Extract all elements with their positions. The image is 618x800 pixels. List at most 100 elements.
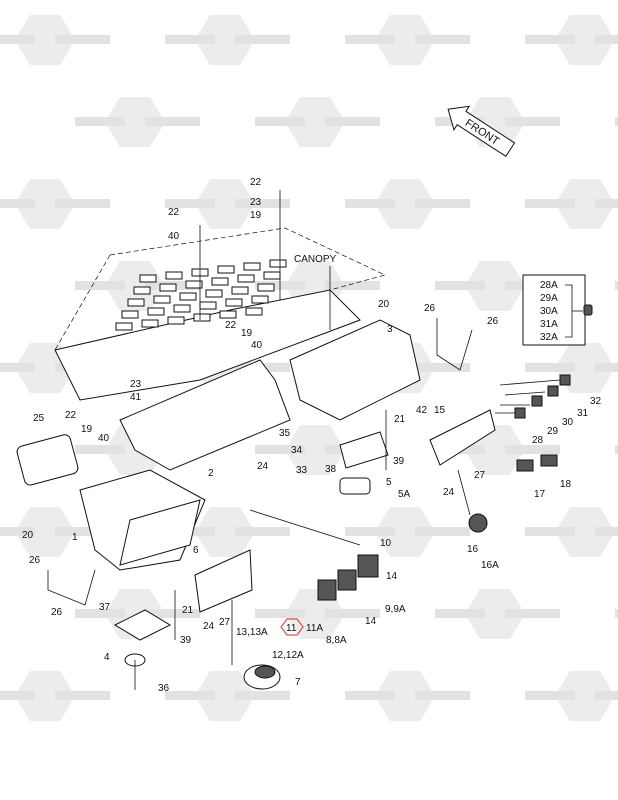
canopy-vent-hole (167, 316, 185, 325)
watermark-logo (255, 97, 380, 147)
stand-26-right (436, 318, 473, 371)
callout-22: 22 (225, 320, 237, 331)
callout-24: 24 (443, 487, 455, 498)
switch-panel-6 (194, 549, 253, 613)
canopy-vent-hole (199, 301, 217, 310)
callout-26: 26 (487, 316, 499, 327)
callout-22: 22 (65, 410, 77, 421)
callout-28: 28 (532, 435, 544, 446)
watermark-logo (345, 671, 470, 721)
canopy-vent-hole (225, 298, 243, 307)
watermark-logo (255, 589, 380, 639)
callout-26: 26 (51, 607, 63, 618)
callout-31: 31 (577, 408, 589, 419)
callout-36: 36 (158, 683, 170, 694)
watermark-logo (525, 671, 618, 721)
canopy-plate (54, 227, 387, 401)
callout-14: 14 (386, 571, 398, 582)
callout-22: 22 (250, 177, 262, 188)
plate-38 (339, 431, 389, 469)
canopy-vent-hole (243, 262, 261, 271)
watermark-logo (435, 589, 560, 639)
canopy-vent-hole (139, 274, 157, 283)
canopy-vent-hole (165, 271, 183, 280)
callout-11: 11 (286, 623, 297, 634)
canopy-vent-hole (141, 319, 159, 328)
callout-5: 5 (386, 477, 392, 488)
callout-29A: 29A (540, 293, 558, 304)
highlight-hexagon (280, 618, 304, 636)
callout-19: 19 (81, 424, 93, 435)
watermark-logo (165, 15, 290, 65)
callout-labels: 2223192240203262622194023412219402535342… (22, 177, 602, 694)
leader-lines (174, 190, 471, 665)
relay-9 (337, 569, 357, 591)
callout-38: 38 (325, 464, 337, 475)
callout-7: 7 (295, 677, 301, 688)
callout-27: 27 (474, 470, 486, 481)
callout-9-9A: 9,9A (385, 604, 406, 615)
switch-18 (540, 454, 558, 467)
callout-40: 40 (251, 340, 263, 351)
canopy-vent-hole (211, 277, 229, 286)
canopy-vent-hole (245, 307, 263, 316)
watermark-logo (615, 445, 618, 454)
switch-panel-15 (429, 409, 496, 466)
watermark-logo (165, 179, 290, 229)
callout-33: 33 (296, 465, 308, 476)
watermark-logo (525, 179, 618, 229)
callout-2: 2 (208, 468, 214, 479)
relay-8 (317, 579, 337, 601)
watermark-logo (525, 343, 618, 393)
bulb-icon (583, 304, 593, 316)
callout-23: 23 (130, 379, 142, 390)
canopy-label: CANOPY (294, 254, 337, 265)
housing-3 (289, 319, 421, 421)
callout-16A: 16A (481, 560, 499, 571)
callout-24: 24 (203, 621, 215, 632)
callout-31A: 31A (540, 319, 558, 330)
callout-24: 24 (257, 461, 269, 472)
callout-4: 4 (104, 652, 110, 663)
callout-11A: 11A (306, 623, 323, 634)
canopy-vent-hole (185, 280, 203, 289)
canopy-vent-hole (127, 298, 145, 307)
watermark-logo (615, 281, 618, 290)
canopy-vent-hole (173, 304, 191, 313)
canopy-vent-hole (147, 307, 165, 316)
callout-19: 19 (250, 210, 262, 221)
canopy-vent-hole (121, 310, 139, 319)
callout-40: 40 (98, 433, 110, 444)
canopy-vent-hole (133, 286, 151, 295)
canopy-vent-hole (115, 322, 133, 331)
dome-light-5 (339, 477, 371, 495)
canopy-vent-hole (179, 292, 197, 301)
callout-37: 37 (99, 602, 111, 613)
callout-17: 17 (534, 489, 546, 500)
canopy-vent-hole (159, 283, 177, 292)
callout-12-12A: 12,12A (272, 650, 304, 661)
bracket-2 (119, 359, 291, 471)
callout-39: 39 (393, 456, 405, 467)
switch-17 (516, 459, 534, 472)
canopy-vent-hole (193, 313, 211, 322)
callout-40: 40 (168, 231, 180, 242)
gauge-7-face (254, 665, 276, 679)
callout-18: 18 (560, 479, 572, 490)
watermark-logo (0, 15, 110, 65)
watermark-logo (345, 507, 470, 557)
canopy-vent-hole (269, 259, 287, 268)
callout-41: 41 (130, 392, 142, 403)
canopy-vent-hole (153, 295, 171, 304)
housing-1-face (119, 499, 201, 566)
canopy-vent-hole (205, 289, 223, 298)
callout-5A: 5A (398, 489, 411, 500)
watermark-logo (0, 507, 110, 557)
relay-10 (357, 554, 379, 578)
callout-20: 20 (378, 299, 390, 310)
callout-32A: 32A (540, 332, 558, 343)
watermark-logo (165, 671, 290, 721)
callout-25: 25 (33, 413, 45, 424)
callout-6: 6 (193, 545, 199, 556)
